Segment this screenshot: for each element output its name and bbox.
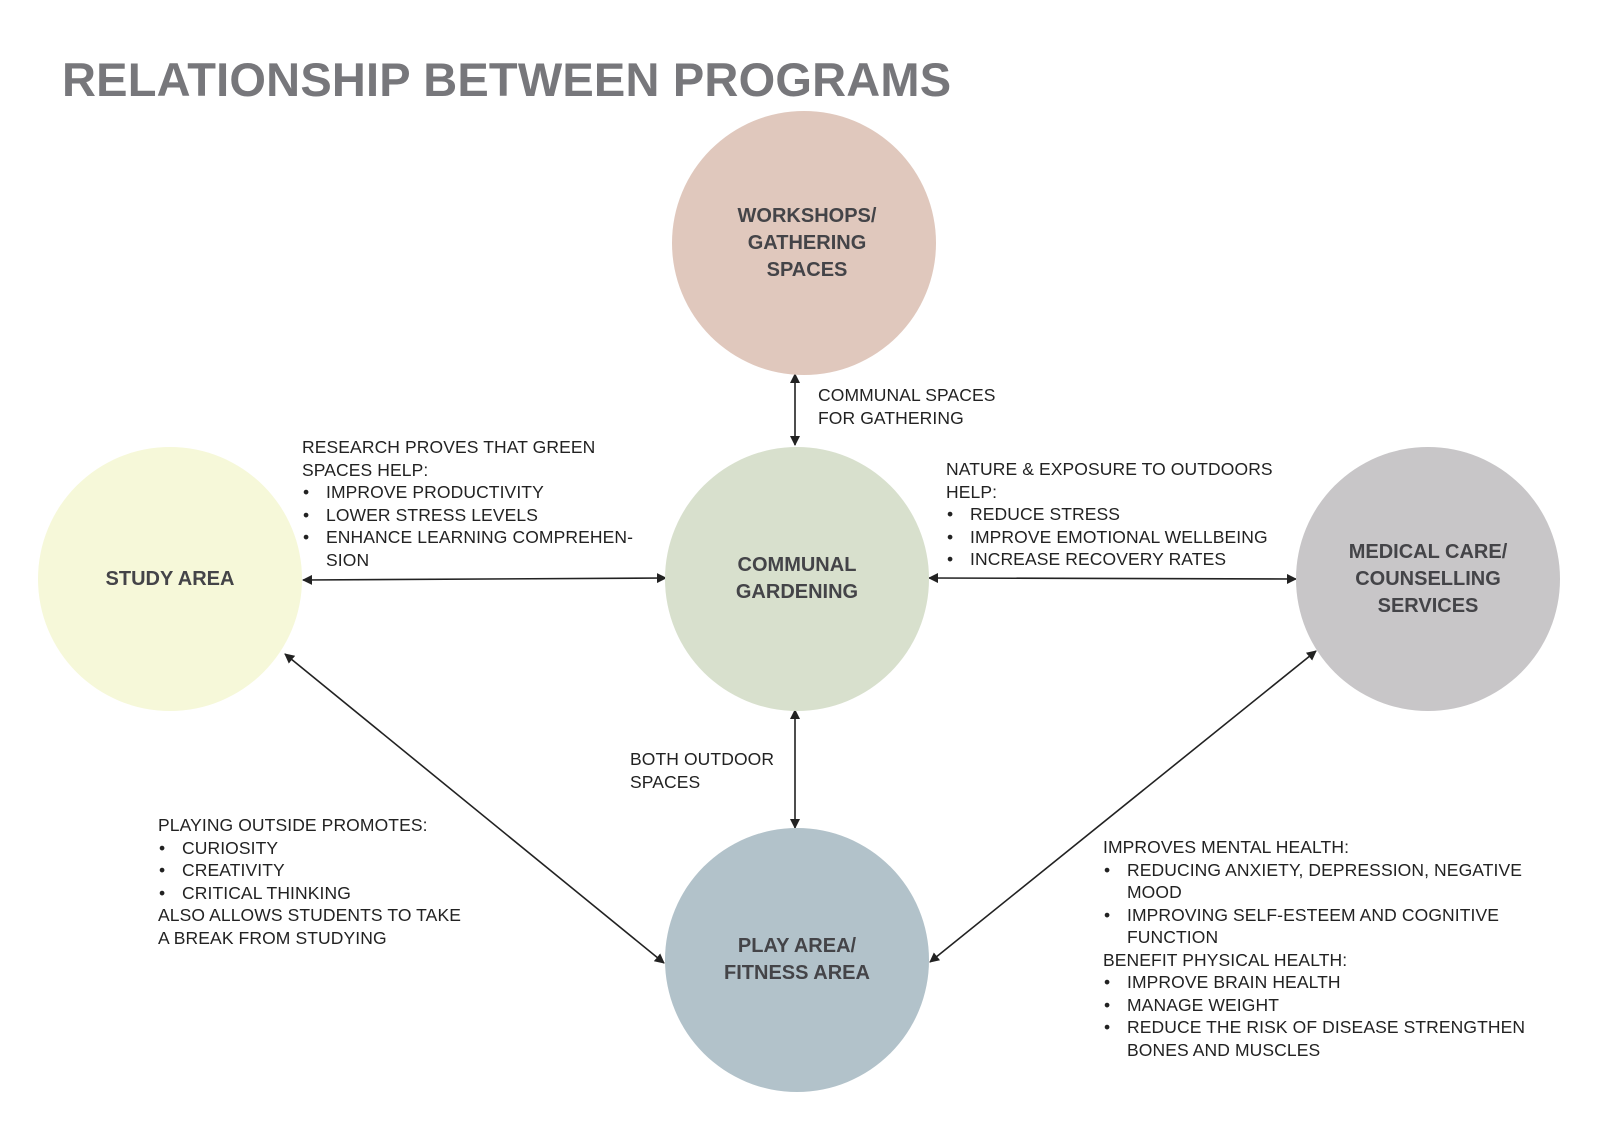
list-item: IMPROVE PRODUCTIVITY — [302, 481, 662, 504]
page-title: RELATIONSHIP BETWEEN PROGRAMS — [62, 53, 952, 106]
communal-gardening-node: COMMUNAL GARDENING — [665, 447, 929, 711]
list-item: INCREASE RECOVERY RATES — [946, 548, 1306, 571]
list-item: CREATIVITY — [158, 859, 518, 882]
green-spaces-benefits-list: IMPROVE PRODUCTIVITY LOWER STRESS LEVELS… — [302, 481, 662, 571]
arrow-communal-medical — [928, 573, 1297, 584]
study-area-label: STUDY AREA — [105, 567, 235, 590]
list-item: CRITICAL THINKING — [158, 882, 518, 905]
list-item: ENHANCE LEARNING COMPREHEN- SION — [302, 526, 662, 571]
play-fitness-label: PLAY AREA/ FITNESS AREA — [724, 935, 870, 984]
arrow-study-play — [284, 653, 665, 964]
medical-care-node: MEDICAL CARE/ COUNSELLING SERVICES — [1296, 447, 1560, 711]
note-both-outdoor-spaces: BOTH OUTDOOR SPACES — [630, 749, 775, 792]
arrow-study-communal — [302, 573, 667, 585]
list-item: REDUCING ANXIETY, DEPRESSION, NEGATIVE M… — [1103, 859, 1573, 904]
list-item: LOWER STRESS LEVELS — [302, 504, 662, 527]
list-item: REDUCE THE RISK OF DISEASE STRENGTHEN BO… — [1103, 1016, 1573, 1061]
list-item: IMPROVING SELF-ESTEEM AND COGNITIVE FUNC… — [1103, 904, 1573, 949]
note-nature-exposure: NATURE & EXPOSURE TO OUTDOORS HELP: REDU… — [946, 458, 1306, 571]
list-item: IMPROVE BRAIN HEALTH — [1103, 971, 1573, 994]
list-item: IMPROVE EMOTIONAL WELLBEING — [946, 526, 1306, 549]
medical-care-label: MEDICAL CARE/ COUNSELLING SERVICES — [1348, 540, 1508, 617]
note-green-spaces-research: RESEARCH PROVES THAT GREEN SPACES HELP: … — [302, 436, 662, 571]
workshops-gathering-node: WORKSHOPS/ GATHERING SPACES — [672, 111, 936, 375]
workshops-gathering-label: WORKSHOPS/ GATHERING SPACES — [737, 204, 877, 281]
nature-benefits-list: REDUCE STRESS IMPROVE EMOTIONAL WELLBEIN… — [946, 503, 1306, 571]
note-health-benefits: IMPROVES MENTAL HEALTH: REDUCING ANXIETY… — [1103, 836, 1573, 1061]
arrow-play-medical — [929, 650, 1317, 963]
note-playing-outside: PLAYING OUTSIDE PROMOTES: CURIOSITY CREA… — [158, 814, 518, 949]
study-area-node: STUDY AREA — [38, 447, 302, 711]
mental-health-list: REDUCING ANXIETY, DEPRESSION, NEGATIVE M… — [1103, 859, 1573, 949]
playing-outside-list: CURIOSITY CREATIVITY CRITICAL THINKING — [158, 837, 518, 905]
communal-gardening-label: COMMUNAL GARDENING — [735, 554, 859, 603]
list-item: REDUCE STRESS — [946, 503, 1306, 526]
play-fitness-node: PLAY AREA/ FITNESS AREA — [665, 828, 929, 1092]
physical-health-list: IMPROVE BRAIN HEALTH MANAGE WEIGHT REDUC… — [1103, 971, 1573, 1061]
list-item: CURIOSITY — [158, 837, 518, 860]
note-communal-spaces-gathering: COMMUNAL SPACES FOR GATHERING — [818, 385, 996, 428]
list-item: MANAGE WEIGHT — [1103, 994, 1573, 1017]
